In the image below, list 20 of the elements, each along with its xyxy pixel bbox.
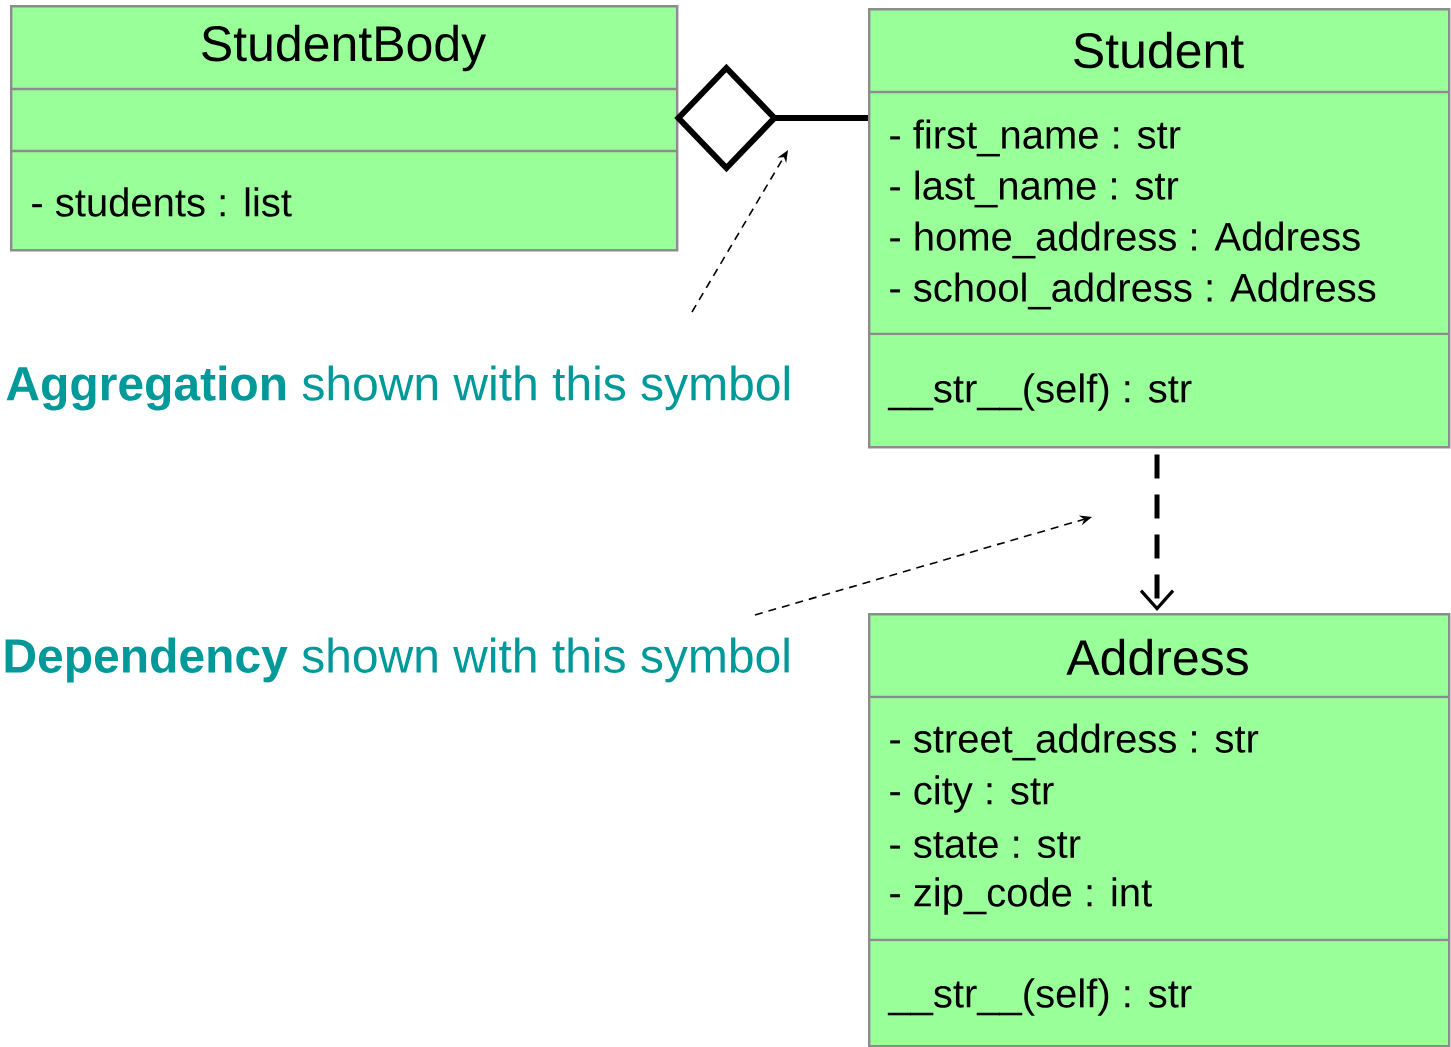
- method-text: __str__(self) : str: [887, 373, 1192, 411]
- class-box: [10, 5, 679, 252]
- class-box: [868, 8, 1451, 449]
- class-name: Address: [1066, 638, 1248, 676]
- dependency-arrow: [1139, 454, 1175, 611]
- attribute-text: - zip_code : int: [890, 877, 1152, 915]
- attribute-text: - street_address : str: [890, 723, 1259, 761]
- attribute-text: - city : str: [890, 775, 1054, 813]
- class-box: [868, 613, 1451, 1047]
- annotation-text: Aggregation shown with this symbol: [6, 365, 789, 411]
- attribute-text: - last_name : str: [890, 170, 1179, 208]
- attribute-text: - home_address : Address: [890, 221, 1360, 259]
- class-name: StudentBody: [202, 24, 487, 72]
- annotation-text: Dependency shown with this symbol: [5, 637, 789, 683]
- attribute-text: - state : str: [890, 831, 1081, 859]
- attribute-text: - first_name : str: [890, 119, 1181, 157]
- method-text: __str__(self) : str: [887, 978, 1192, 1016]
- class-name: Student: [1074, 31, 1244, 69]
- attribute-text: - students : list: [32, 187, 292, 217]
- attribute-text: - school_address : Address: [890, 272, 1376, 310]
